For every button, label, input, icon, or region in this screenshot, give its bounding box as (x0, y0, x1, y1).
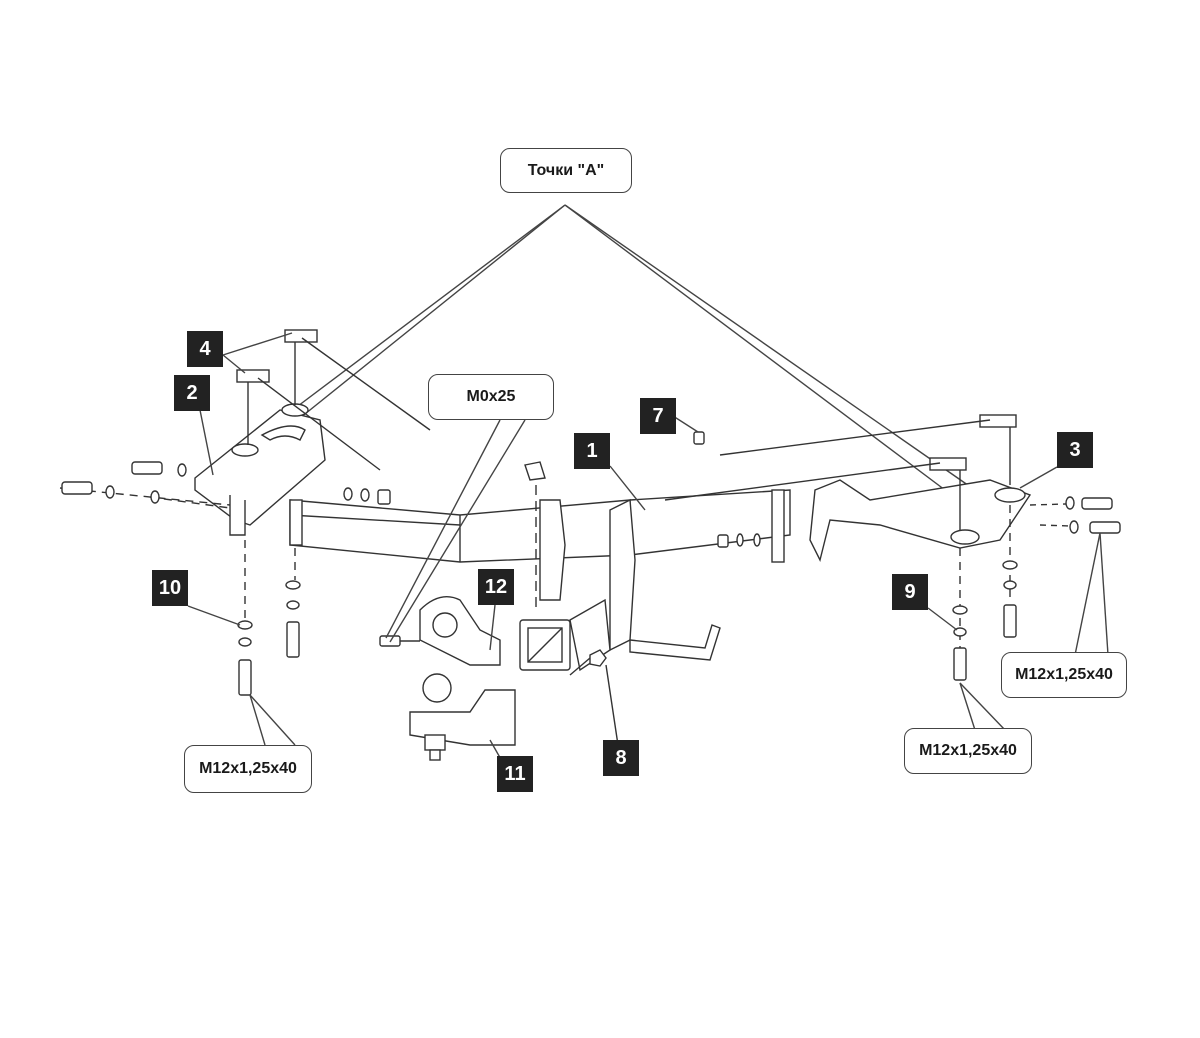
part-number-7: 7 (640, 398, 676, 434)
receiver-assembly (519, 461, 721, 672)
part-number-4: 4 (187, 331, 223, 367)
right-bracket-part-3 (664, 414, 1121, 681)
callout-bolt-left: M12x1,25x40 (184, 745, 312, 793)
part-number-12: 12 (478, 569, 514, 605)
callout-bolt-m0x25: M0x25 (428, 374, 554, 420)
part-number-3: 3 (1057, 432, 1093, 468)
part-number-1: 1 (574, 433, 610, 469)
leader-lines-points-a (289, 204, 986, 506)
callout-bolt-right-lower: M12x1,25x40 (904, 728, 1032, 774)
nut-part-8 (569, 649, 619, 746)
part-number-8: 8 (603, 740, 639, 776)
part-number-9: 9 (892, 574, 928, 610)
part-number-11: 11 (497, 756, 533, 792)
callout-points-a: Точки "A" (500, 148, 632, 193)
part-number-10: 10 (152, 570, 188, 606)
left-bracket-part-2 (59, 403, 326, 536)
callout-bolt-right-upper: M12x1,25x40 (1001, 652, 1127, 698)
ball-mount-part-11 (409, 673, 516, 761)
part-number-2: 2 (174, 375, 210, 411)
socket-plate-part-12 (379, 596, 501, 666)
